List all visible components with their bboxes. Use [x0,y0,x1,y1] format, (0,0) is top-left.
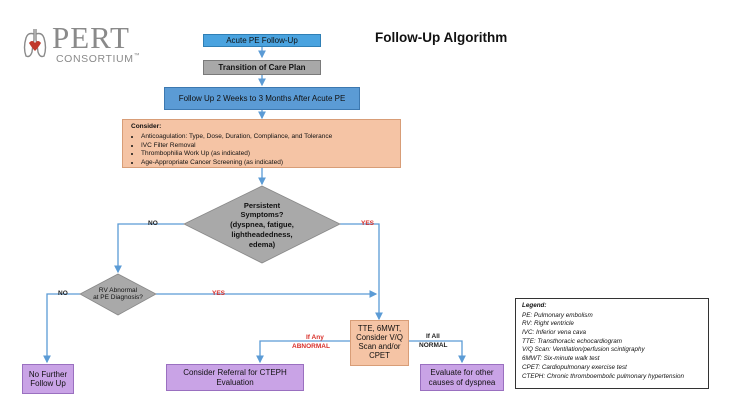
node-label: Consider Referral for CTEPH Evaluation [183,368,287,387]
node-label: Follow Up 2 Weeks to 3 Months After Acut… [178,93,346,103]
node-acute-pe-followup: Acute PE Follow-Up [203,34,321,47]
persistent-line: lightheadedness, [231,229,293,239]
rv-line: at PE Diagnosis? [93,294,143,301]
edge-label-yes: YES [212,290,226,297]
legend-item: TTE: Transthoracic echocardiogram [522,337,622,345]
rv-abnormal-text: RV Abnormal at PE Diagnosis? [82,283,154,305]
node-label: Acute PE Follow-Up [226,35,298,45]
logo-subtitle: CONSORTIUM [56,53,134,65]
rv-line: RV Abnormal [98,286,138,294]
persistent-line: (dyspnea, fatigue, [230,220,294,230]
persistent-diamond [183,185,341,264]
node-tests: TTE, 6MWT, Consider V/Q Scan and/or CPET [350,320,409,366]
edge-label-if-all: If All [426,333,440,340]
persistent-line: edema) [248,239,276,249]
page-title: Follow-Up Algorithm [375,30,508,45]
legend-item: CTEPH: Chronic thromboembolic pulmonary … [522,372,685,380]
trademark-symbol: ™ [133,53,141,59]
node-consider-list: Consider: Anticoagulation: Type, Dose, D… [122,119,401,168]
legend-item: PE: Pulmonary embolism [522,311,593,319]
edge-label-normal: NORMAL [419,342,448,349]
legend-item: V/Q Scan: Ventilation/perfusion scintigr… [522,346,645,354]
logo-wordmark: PERT [52,20,130,55]
edge-label-no: NO [148,220,158,227]
node-label: Evaluate for other causes of dyspnea [428,368,496,387]
node-followup-window: Follow Up 2 Weeks to 3 Months After Acut… [164,87,360,110]
node-no-further-followup: No Further Follow Up [22,364,74,394]
node-label: TTE, 6MWT, Consider V/Q Scan and/or CPET [356,324,403,360]
node-transition-of-care: Transition of Care Plan [203,60,321,75]
persistent-line: Persistent [243,200,281,210]
persistent-symptoms-text: Persistent Symptoms? (dyspnea, fatigue, … [212,196,312,254]
node-evaluate-other: Evaluate for other causes of dyspnea [420,364,504,391]
node-label: Transition of Care Plan [218,62,306,72]
consider-item: Anticoagulation: Type, Dose, Duration, C… [141,133,392,142]
legend-item: CPET: Cardiopulmonary exercise test [522,363,627,371]
legend-title: Legend: [522,302,547,309]
rv-diamond [79,273,157,316]
consider-title: Consider: [131,123,162,130]
legend-item: 6MWT: Six-minute walk test [522,355,600,363]
edge-label-abnormal: ABNORMAL [292,343,330,350]
consider-item: IVC Filter Removal [141,142,392,151]
pert-logo: PERT CONSORTIUM™ [20,22,160,70]
edge-label-no: NO [58,290,68,297]
legend-item: RV: Right ventricle [522,320,574,328]
node-cteph-referral: Consider Referral for CTEPH Evaluation [166,364,304,391]
consider-item: Thrombophilia Work Up (as indicated) [141,150,392,159]
legend-item: IVC: Inferior vena cava [522,329,587,337]
consider-item: Age-Appropriate Cancer Screening (as ind… [141,159,392,168]
legend-box: Legend: PE: Pulmonary embolism RV: Right… [515,298,709,389]
lungs-heart-icon [23,29,47,58]
persistent-line: Symptoms? [240,210,284,220]
node-label: No Further Follow Up [28,369,68,388]
edge-label-if-any: If Any [306,334,324,341]
edge-label-yes: YES [361,220,375,227]
